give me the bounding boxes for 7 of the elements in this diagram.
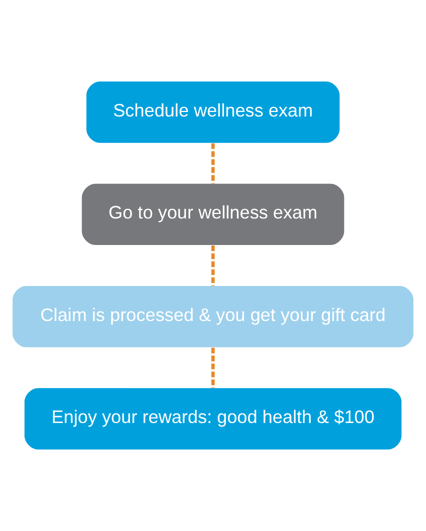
node-box: Claim is processed & you get your gift card bbox=[12, 286, 414, 348]
node-box: Go to your wellness exam bbox=[82, 184, 344, 246]
node-box: Enjoy your rewards: good health & $100 bbox=[24, 388, 402, 450]
connector bbox=[211, 246, 215, 286]
connector bbox=[211, 143, 215, 184]
node-box: Schedule wellness exam bbox=[86, 82, 340, 143]
connector bbox=[211, 348, 215, 388]
